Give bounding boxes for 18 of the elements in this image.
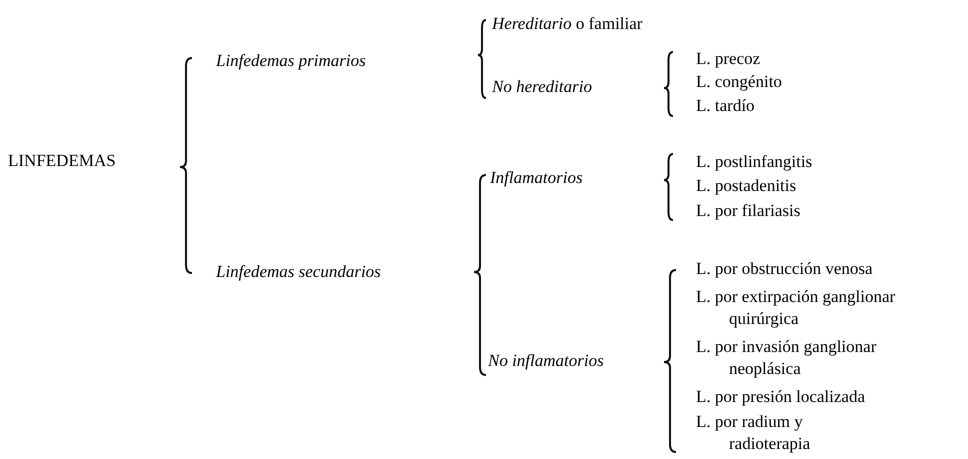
- item-text: L. por invasión ganglionar neoplásica: [696, 336, 878, 380]
- item-text: L. tardío: [696, 95, 755, 117]
- category-label: Linfedemas primarios: [216, 50, 366, 72]
- type-label: Inflamatorios: [490, 167, 583, 189]
- item-text: L. postlinfangitis: [696, 151, 812, 173]
- root-heading: LINFEDEMAS: [8, 150, 116, 172]
- item-text: L. postadenitis: [696, 175, 796, 197]
- type-label: Hereditario o familiar: [492, 13, 642, 35]
- type-label: No hereditario: [492, 76, 592, 98]
- item-text: L. por obstrucción venosa: [696, 258, 873, 280]
- item-text: L. por extirpación ganglionar quirúrgica: [696, 286, 896, 330]
- item-text: L. congénito: [696, 71, 782, 93]
- item-text: L. por presión localizada: [696, 386, 865, 408]
- item-text: L. precoz: [696, 48, 760, 70]
- item-text: L. por filariasis: [696, 200, 800, 222]
- item-text: L. por radium y radioterapia: [696, 411, 812, 455]
- type-label: No inflamatorios: [488, 350, 604, 372]
- category-label: Linfedemas secundarios: [216, 261, 381, 283]
